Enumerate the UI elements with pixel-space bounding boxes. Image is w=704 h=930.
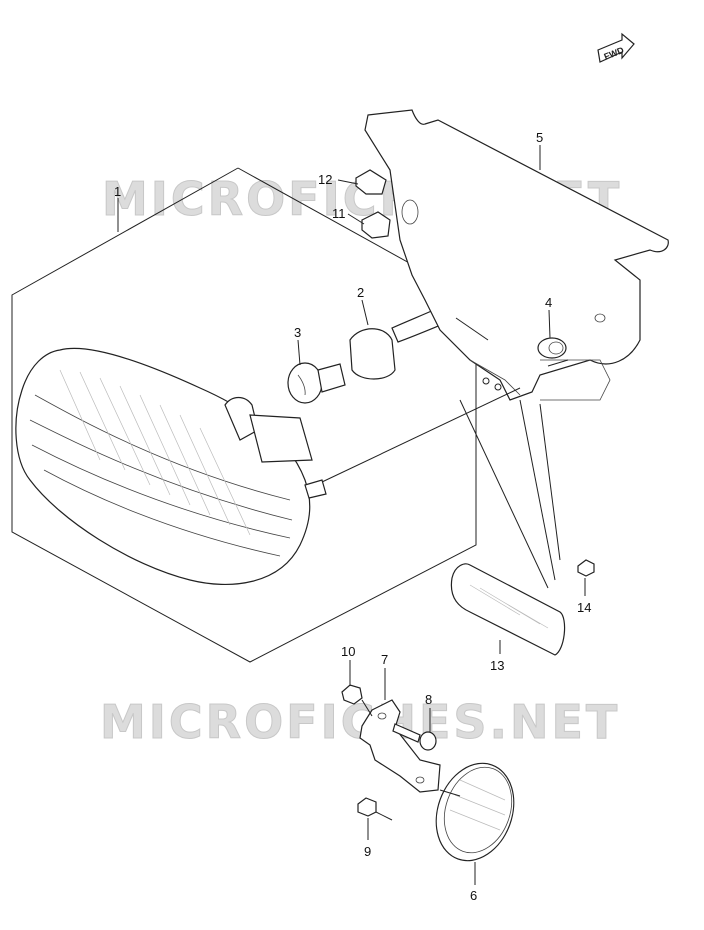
callout-12: 12 <box>318 172 332 187</box>
bracket-7 <box>359 699 441 793</box>
screw-8 <box>392 723 437 751</box>
callout-11: 11 <box>332 206 346 221</box>
watermark-bottom: MICROFICHES.NET <box>100 695 620 749</box>
part-11-cube <box>361 211 391 239</box>
callout-2: 2 <box>357 285 364 300</box>
callout-10: 10 <box>341 644 355 659</box>
callout-9: 9 <box>364 844 371 859</box>
nut-9 <box>357 797 377 817</box>
reflector-6 <box>435 762 515 862</box>
lamp-housing <box>15 347 327 585</box>
grommet <box>537 337 567 359</box>
callout-14: 14 <box>577 600 591 615</box>
bracket <box>364 109 669 401</box>
callout-1: 1 <box>114 184 121 199</box>
leader-lines <box>117 145 586 885</box>
fwd-arrow-icon: FWD <box>597 32 635 63</box>
callout-8: 8 <box>425 692 432 707</box>
callout-7: 7 <box>381 652 388 667</box>
reflector-13 <box>450 563 566 656</box>
callout-6: 6 <box>470 888 477 903</box>
callout-labels: 1 2 3 4 5 6 7 8 9 10 11 12 13 14 <box>114 130 591 903</box>
callout-5: 5 <box>536 130 543 145</box>
bulb <box>287 362 346 404</box>
nut-14 <box>577 559 595 577</box>
callout-4: 4 <box>545 295 552 310</box>
callout-13: 13 <box>490 658 504 673</box>
callout-3: 3 <box>294 325 301 340</box>
part-12-cube <box>355 169 387 195</box>
